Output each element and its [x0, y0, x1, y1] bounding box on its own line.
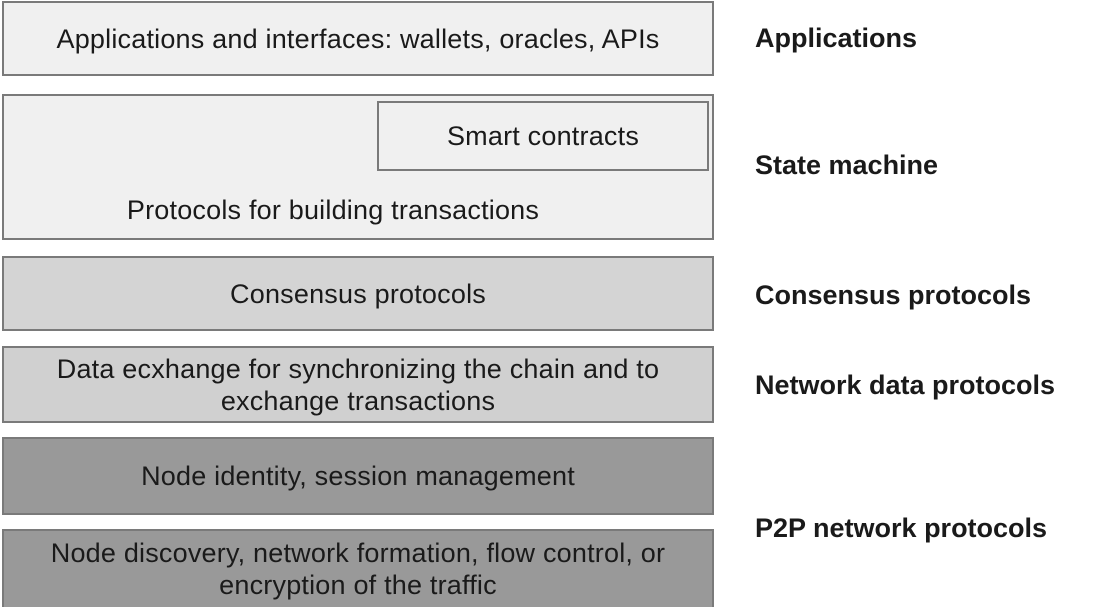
consensus-layer-text: Consensus protocols [230, 278, 486, 309]
consensus-protocols-label: Consensus protocols [755, 280, 1032, 310]
applications-layer-box: Applications and interfaces: wallets, or… [2, 1, 714, 76]
network-data-layer-text: Data ecxhange for synchronizing the chai… [56, 353, 660, 416]
transaction-protocols-text: Protocols for building transactions [126, 195, 540, 225]
state-machine-layer-box: Smart contracts Protocols for building t… [2, 94, 714, 240]
state-machine-label: State machine [755, 150, 939, 180]
node-identity-layer-box: Node identity, session management [2, 437, 714, 515]
applications-layer-text: Applications and interfaces: wallets, or… [56, 23, 660, 54]
smart-contracts-box: Smart contracts [377, 101, 709, 171]
network-data-layer-box: Data ecxhange for synchronizing the chai… [2, 346, 714, 423]
p2p-network-protocols-label: P2P network protocols [755, 513, 1048, 543]
node-discovery-layer-text: Node discovery, network formation, flow … [50, 538, 666, 600]
smart-contracts-text: Smart contracts [446, 121, 640, 151]
consensus-layer-box: Consensus protocols [2, 256, 714, 331]
applications-label: Applications [755, 23, 918, 53]
network-data-protocols-label: Network data protocols [755, 370, 1056, 400]
node-identity-layer-text: Node identity, session management [141, 461, 575, 491]
node-discovery-layer-box: Node discovery, network formation, flow … [2, 529, 714, 607]
